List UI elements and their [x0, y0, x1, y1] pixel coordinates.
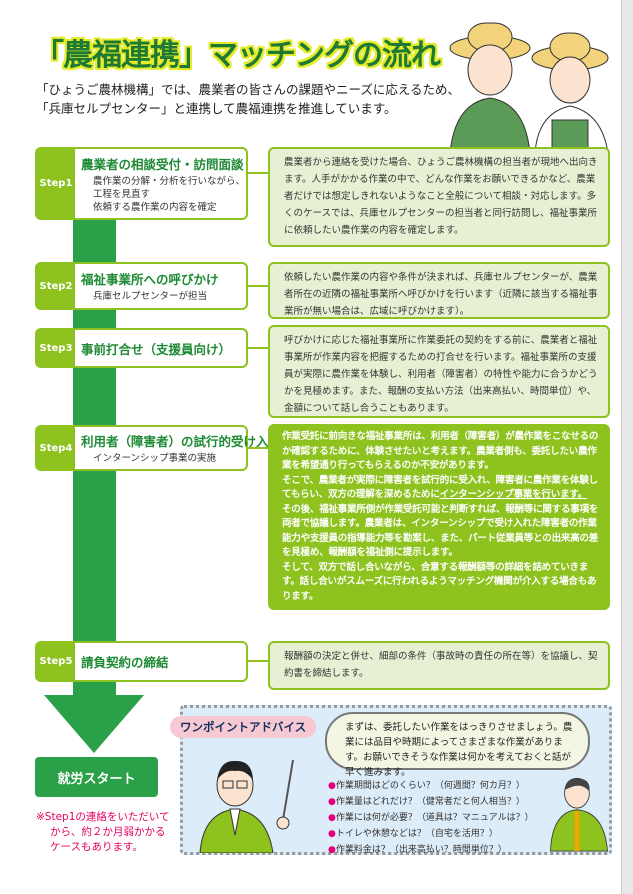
step-5: Step5 請負契約の締結 [35, 641, 248, 682]
advice-checklist: ●作業期間はどのくらい？（何週間？何カ月？） ●作業量はどれだけ？（健常者だと何… [328, 778, 534, 858]
step-heading: 請負契約の締結 [81, 655, 169, 670]
advisor-illustration [199, 759, 294, 853]
flow-arrow-head [44, 695, 144, 753]
thinking-farmer-illustration [550, 777, 608, 852]
step-3-description: 呼びかけに応じた福祉事業所に作業委託の契約をする前に、農業者と福祉事業所が作業内… [268, 325, 610, 418]
bullet-icon: ● [328, 813, 336, 823]
checklist-item: ●トイレや休憩などは？（自宅を活用？） [328, 826, 534, 842]
desc-paragraph: 作業受託に前向きな福祉事業所は、利用者（障害者）が農作業をこなせるのか確認するた… [282, 431, 599, 471]
step-sub: インターンシップ事業の実施 [93, 453, 217, 464]
advice-badge: ワンポイントアドバイス [170, 716, 317, 738]
step-2: Step2 福祉事業所への呼びかけ 兵庫セルプセンターが担当 [35, 262, 248, 310]
step-1-description: 農業者から連絡を受けた場合、ひょうご農林機構の担当者が現地へ出向きます。人手がか… [268, 147, 610, 247]
step-4: Step4 利用者（障害者）の試行的受け入れ インターンシップ事業の実施 [35, 425, 281, 471]
step-sub: 兵庫セルプセンターが担当 [93, 291, 208, 302]
desc-paragraph: そして、双方で話し合いながら、合意する報酬額等の詳細を詰めていきます。話し合いが… [282, 561, 597, 602]
step-1: Step1 農業者の相談受付・訪問面談 農作業の分解・分析を行いながら、工程を見… [35, 147, 248, 220]
checklist-item: ●作業料金は？（出来高払い？時間単位？） [328, 842, 534, 858]
step-heading: 農業者の相談受付・訪問面談 [81, 157, 244, 172]
page-title: 「農福連携」マッチングの流れ [34, 38, 441, 73]
step-heading: 福祉事業所への呼びかけ [81, 272, 219, 287]
note-line: ケースもあります。 [50, 841, 143, 853]
step-heading: 利用者（障害者）の試行的受け入れ [81, 434, 282, 449]
checklist-item: ●作業には何が必要？（道具は？マニュアルは？） [328, 810, 534, 826]
page-edge [621, 0, 633, 894]
intro-text: 「ひょうご農林機構」では、農業者の皆さんの課題やニーズに応えるため、 「兵庫セル… [36, 80, 460, 118]
checklist-text: 作業料金は？（出来高払い？時間単位？） [335, 845, 507, 855]
connector [248, 660, 268, 662]
connector [248, 285, 268, 287]
step-label: Step3 [37, 330, 75, 366]
step-2-description: 依頼したい農作業の内容や条件が決まれば、兵庫セルプセンターが、農業者所在の近隣の… [268, 262, 610, 319]
desc-paragraph: その後、福祉事業所側が作業受託可能と判断すれば、報酬等に関する事項を両者で協議し… [282, 503, 599, 559]
note-line: から、約２か月弱かかる [50, 826, 166, 838]
connector [248, 347, 268, 349]
bullet-icon: ● [328, 797, 336, 807]
step-3: Step3 事前打合せ（支援員向け） [35, 328, 248, 368]
note: ※Step1の連絡をいただいて から、約２か月弱かかる ケースもあります。 [36, 810, 170, 855]
step-5-description: 報酬額の決定と併せ、細部の条件（事故時の責任の所在等）を協議し、契約書を締結しま… [268, 641, 610, 690]
checklist-text: 作業期間はどのくらい？（何週間？何カ月？） [335, 781, 525, 791]
advice-speech-bubble: まずは、委託したい作業をはっきりさせましょう。農業には品目や時期によってさまざま… [325, 712, 590, 778]
step-label: Step2 [37, 264, 75, 308]
step-label: Step5 [37, 643, 75, 680]
intro-line: 「ひょうご農林機構」では、農業者の皆さんの課題やニーズに応えるため、 [36, 82, 461, 97]
flow-arrow-shaft [73, 150, 116, 695]
checklist-text: 作業には何が必要？（道具は？マニュアルは？） [335, 813, 534, 823]
internship-emphasis: インターンシップ事業を行います。 [439, 489, 588, 500]
checklist-item: ●作業期間はどのくらい？（何週間？何カ月？） [328, 778, 534, 794]
step-sub: 農作業の分解・分析を行いながら、 [93, 176, 246, 187]
bullet-icon: ● [328, 845, 336, 855]
checklist-text: 作業量はどれだけ？（健常者だと何人相当？） [335, 797, 525, 807]
employment-start: 就労スタート [35, 757, 158, 797]
step-label: Step4 [37, 427, 75, 469]
intro-line: 「兵庫セルプセンター」と連携して農福連携を推進しています。 [36, 101, 397, 116]
step-sub: 工程を見直す [93, 189, 151, 200]
step-4-description: 作業受託に前向きな福祉事業所は、利用者（障害者）が農作業をこなせるのか確認するた… [268, 424, 610, 610]
bullet-icon: ● [328, 829, 336, 839]
farmers-illustration [449, 22, 609, 153]
connector [248, 447, 268, 449]
step-sub: 依頼する農作業の内容を確定 [93, 202, 217, 213]
step-label: Step1 [37, 149, 75, 218]
note-line: ※Step1の連絡をいただいて [36, 811, 170, 823]
connector [248, 172, 268, 174]
checklist-item: ●作業量はどれだけ？（健常者だと何人相当？） [328, 794, 534, 810]
bullet-icon: ● [328, 781, 336, 791]
checklist-text: トイレや休憩などは？（自宅を活用？） [335, 829, 498, 839]
step-heading: 事前打合せ（支援員向け） [81, 341, 232, 357]
desc-paragraph: そこで、農業者が実際に障害者を試行的に受入れ、障害者に農作業を体験してもらい、双… [282, 474, 598, 501]
